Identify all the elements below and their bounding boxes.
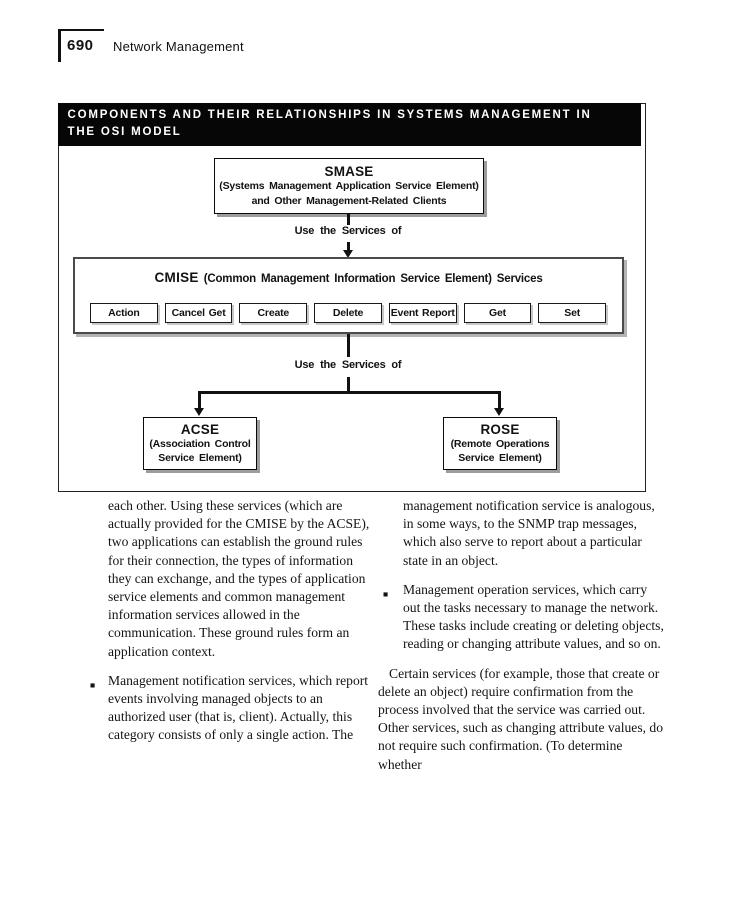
acse-subtitle-line1: (Association Control	[149, 437, 251, 450]
header-rule-horizontal	[58, 29, 104, 31]
paragraph: Certain services (for example, those tha…	[378, 665, 664, 772]
rose-subtitle-line1: (Remote Operations	[450, 437, 550, 450]
bullet-item: ■ Management notification services, whic…	[90, 672, 377, 745]
bullet-item: ■ Management operation services, which c…	[378, 581, 667, 654]
figure-title-line2: THE OSI MODEL	[67, 125, 182, 138]
cmise-subtitle: (Common Management Information Service E…	[203, 273, 543, 285]
connector-label-bottom: Use the Services of	[248, 359, 448, 371]
acse-subtitle-line2: Service Element)	[158, 452, 242, 464]
rose-title: ROSE	[480, 421, 520, 437]
connector-line	[346, 214, 350, 225]
connector-line	[346, 334, 350, 357]
acse-box: ACSE (Association Control Service Elemen…	[143, 417, 257, 470]
cmise-services-row: Action Cancel Get Create Delete Event Report…	[90, 303, 607, 323]
rose-box: ROSE (Remote Operations Service Element)	[443, 417, 557, 470]
arrow-down-icon	[493, 408, 504, 416]
connector-label-top: Use the Services of	[248, 225, 448, 237]
body-column-left: each other. Using these services (which …	[90, 497, 377, 745]
arrow-down-icon	[342, 250, 353, 258]
connector-line	[197, 391, 201, 408]
acse-title: ACSE	[180, 421, 220, 437]
branch-line	[197, 391, 501, 394]
smase-subtitle-line2: and Other Management-Related Clients	[251, 194, 447, 207]
running-title: Network Management	[113, 39, 244, 54]
bullet-marker-icon: ■	[383, 588, 389, 599]
page-number: 690	[67, 37, 94, 54]
bullet-text: Management notification services, which …	[108, 672, 369, 743]
cmise-box: CMISE (Common Management Information Ser…	[73, 257, 624, 334]
figure-title-banner: COMPONENTS AND THEIR RELATIONSHIPS IN SY…	[57, 102, 641, 146]
service-box: Set	[538, 303, 607, 323]
connector-line	[497, 391, 501, 408]
connector-line	[346, 377, 350, 393]
cmise-title: CMISE (Common Management Information Ser…	[75, 270, 622, 285]
smase-title: SMASE	[324, 164, 374, 179]
service-box: Delete	[314, 303, 382, 323]
service-box: Action	[90, 303, 158, 323]
arrow-down-icon	[193, 408, 204, 416]
service-box: Event Report	[388, 303, 457, 323]
figure-title-line1: COMPONENTS AND THEIR RELATIONSHIPS IN SY…	[67, 108, 592, 121]
figure-frame: COMPONENTS AND THEIR RELATIONSHIPS IN SY…	[57, 102, 646, 492]
header-rule-vertical	[58, 29, 61, 62]
smase-subtitle-line1: (Systems Management Application Service …	[219, 180, 479, 192]
bullet-marker-icon: ■	[90, 679, 96, 690]
body-column-right: management notification service is analo…	[378, 497, 667, 774]
bullet-text: Management operation services, which car…	[403, 581, 664, 652]
cmise-acronym: CMISE	[154, 270, 199, 285]
paragraph: management notification service is analo…	[403, 498, 655, 568]
rose-subtitle-line2: Service Element)	[458, 452, 542, 464]
connector-line	[346, 242, 350, 251]
paragraph: each other. Using these services (which …	[108, 498, 370, 659]
service-box: Cancel Get	[164, 303, 233, 323]
smase-box: SMASE (Systems Management Application Se…	[214, 158, 484, 214]
service-box: Create	[239, 303, 308, 323]
service-box: Get	[463, 303, 532, 323]
